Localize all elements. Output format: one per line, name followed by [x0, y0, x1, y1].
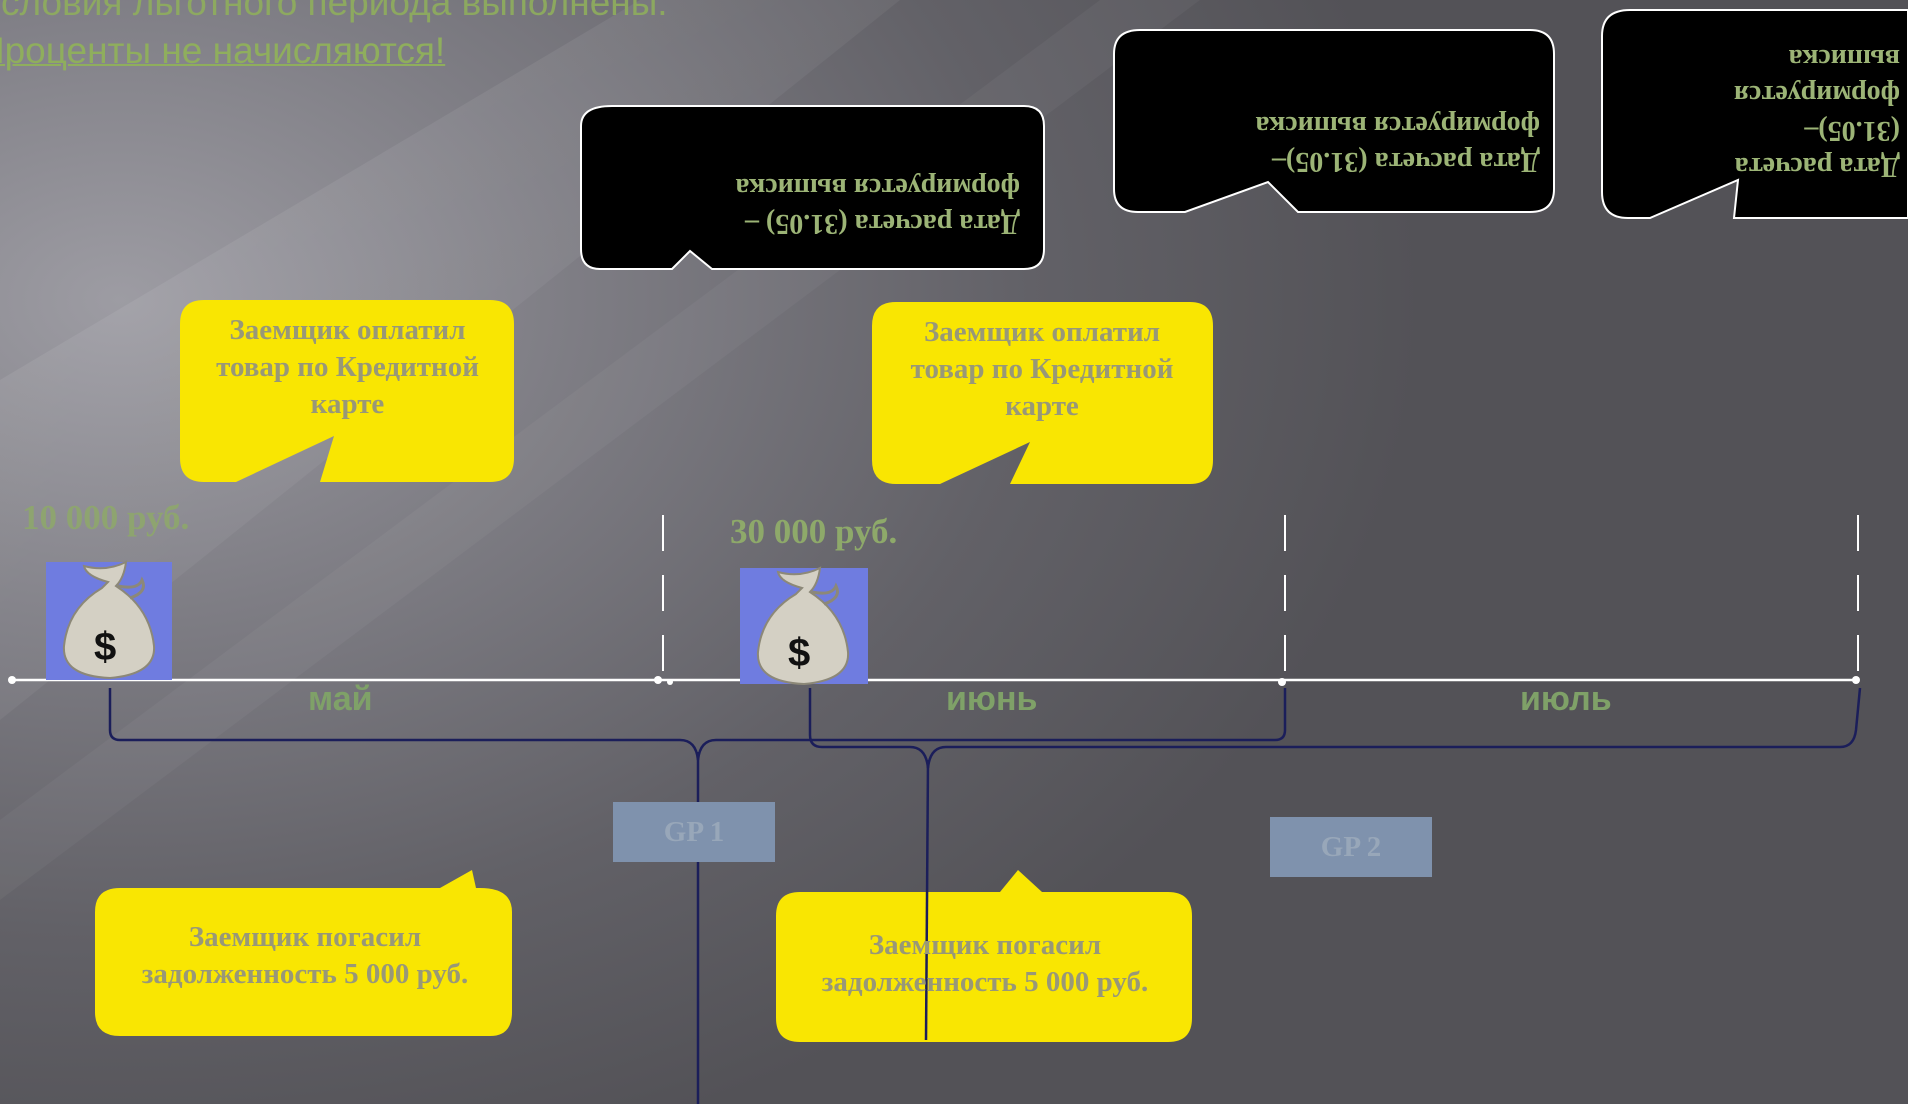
- grace-period-bracket-2: [808, 687, 1862, 1041]
- statement-callout-3-text: Дата расчета (31.05)– формируется выписк…: [1733, 43, 1900, 182]
- purchase-callout-1-text: Заемщик оплатил товар по Кредитной карте: [216, 314, 479, 420]
- month-label-june: июнь: [946, 680, 1038, 718]
- money-bag-icon: $: [740, 566, 868, 686]
- grace-period-box-1: GP 1: [613, 802, 775, 862]
- grace-period-box-2: GP 2: [1270, 817, 1432, 877]
- repay-callout-1-text: Заемщик погасил задолженность 5 000 руб.: [141, 921, 469, 990]
- statement-callout-2-text: Дата расчета (31.05)– формируется выписк…: [1255, 110, 1540, 177]
- svg-text:$: $: [94, 625, 116, 669]
- timeline: [8, 515, 1860, 686]
- month-label-july: июль: [1520, 680, 1612, 718]
- statement-callout-1-text: Дата расчета (31.05) – формируется выпис…: [735, 172, 1020, 239]
- repay-callout-1: [95, 870, 512, 1036]
- header-line-1: Условия льготного периода выполнены.: [0, 0, 668, 23]
- month-label-may: май: [308, 680, 373, 718]
- statement-callout-1: [580, 105, 1045, 270]
- purchase-callout-2: [872, 302, 1213, 484]
- purchase-callout-1: [180, 300, 514, 482]
- amount-label-1: 10 000 руб.: [22, 498, 190, 537]
- repay-callout-2: [776, 870, 1192, 1042]
- repay-callout-2-text: Заемщик погасил задолженность 5 000 руб.: [821, 929, 1149, 998]
- money-bag-icon: $: [46, 560, 172, 680]
- svg-text:$: $: [788, 631, 810, 675]
- purchase-callout-2-text: Заемщик оплатил товар по Кредитной карте: [910, 316, 1174, 422]
- statement-callout-2: [1113, 29, 1555, 213]
- amount-label-2: 30 000 руб.: [730, 512, 898, 551]
- statement-callout-3: [1601, 9, 1908, 219]
- header-line-2: Проценты не начисляются!: [0, 30, 446, 71]
